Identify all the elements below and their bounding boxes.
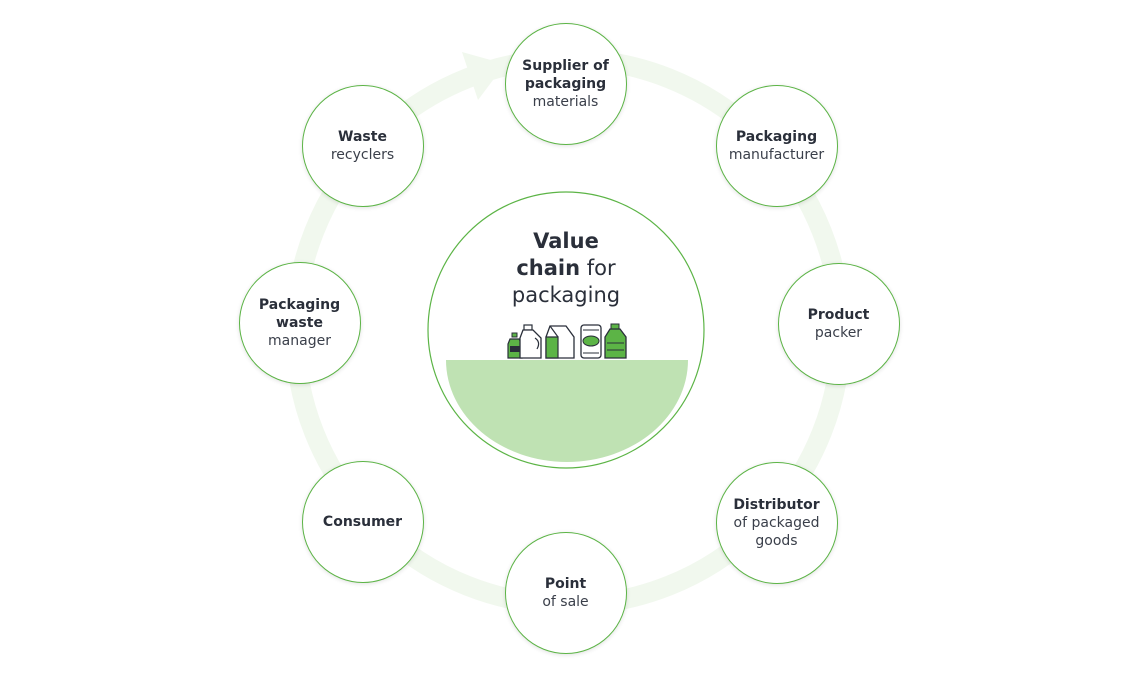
node-product-packer: Product packer [777,262,900,385]
node-light-text: manager [268,332,331,349]
node-bold-text: packaging [524,75,607,92]
center-title-packaging: packaging [511,283,621,307]
node-bold-text: Packaging [258,296,341,313]
node-point-of-sale: Point of sale [504,531,627,654]
node-packaging-manufacturer: Packaging manufacturer [715,84,838,207]
node-bold-text: Point [544,575,587,592]
node-bold-text: Consumer [322,513,403,530]
node-light-text: recyclers [330,146,395,163]
node-bold-text: Packaging [735,128,818,145]
node-consumer: Consumer [301,460,424,583]
cycle-arrow-icon [462,52,505,100]
node-distributor: Distributor of packaged goods [715,461,838,584]
node-supplier: Supplier of packaging materials [504,22,627,145]
water-bottle-icon [604,323,627,359]
node-light-text: goods [755,532,798,549]
node-light-text: materials [532,93,599,110]
node-bold-text: Product [807,306,870,323]
node-bold-text: Supplier of [522,57,609,74]
center-bowl [446,360,688,462]
node-bold-text: Waste [338,128,387,145]
node-light-text: of packaged [733,514,820,531]
node-light-text: packer [814,324,863,341]
node-waste-recyclers: Waste recyclers [301,84,424,207]
carton-icon [545,325,575,359]
node-light-text: manufacturer [728,146,825,163]
node-light-text: of sale [542,593,589,610]
node-bold-text: waste [276,314,323,331]
node-packaging-waste-manager: Packaging waste manager [238,261,361,384]
can-icon [580,324,602,359]
center-title-for: for [586,256,616,280]
center-title-chain: chain [516,256,581,280]
node-bold-text: Distributor [733,496,820,513]
center-title-line1: Value [533,229,599,253]
center-title: Value chain for packaging [466,228,666,309]
jug-icon [519,324,542,359]
